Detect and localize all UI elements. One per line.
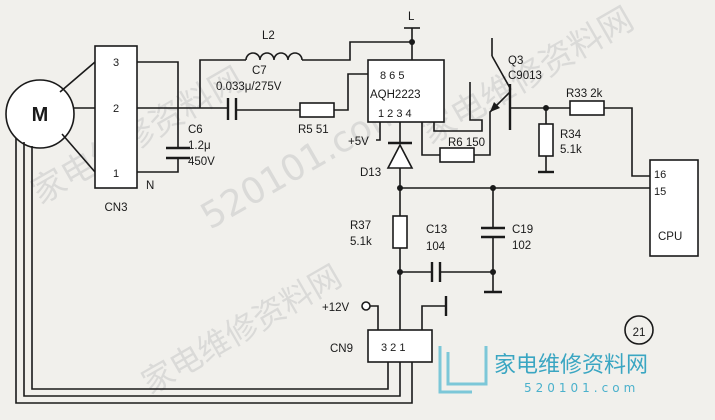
cn9-label: CN9 — [330, 343, 353, 355]
c6-value: 1.2μ — [188, 140, 211, 152]
r37-ref: R37 — [350, 220, 371, 232]
figure-number: 21 — [633, 327, 646, 339]
cn9-pins: 3 2 1 — [381, 342, 405, 354]
aqh-part-name: AQH2223 — [370, 89, 421, 101]
c6-ref: C6 — [188, 124, 203, 136]
cn3-label: CN3 — [104, 202, 127, 214]
r6-label: R6 150 — [448, 137, 485, 149]
watermark-text: 家电维修资料网 — [135, 257, 348, 402]
brand-logo-icon — [438, 346, 488, 394]
d13-label: D13 — [360, 167, 381, 179]
figure-number-circle — [624, 315, 654, 345]
r5-label: R5 51 — [298, 124, 329, 136]
wire-loop — [31, 146, 389, 390]
aqh-bottom-pins: 1 2 3 4 — [378, 108, 412, 120]
r34-resistor — [538, 123, 554, 157]
l-label: L — [408, 11, 415, 23]
motor-label: M — [32, 104, 49, 126]
cpu-pin-15: 15 — [654, 186, 666, 198]
cn3-connector — [94, 45, 138, 189]
r33-label: R33 2k — [566, 88, 603, 100]
wire — [137, 61, 179, 148]
r33-resistor — [569, 100, 605, 116]
inductor-l2 — [245, 52, 303, 61]
c6-voltage: 450V — [188, 156, 215, 168]
q3-emitter-arrow — [490, 102, 500, 112]
motor-symbol — [5, 79, 75, 149]
wire — [421, 122, 440, 156]
plus5v-label: +5V — [348, 136, 369, 148]
wire — [370, 305, 379, 330]
wire — [604, 107, 650, 177]
cn3-pin: 2 — [113, 103, 119, 115]
q3-collector — [491, 55, 511, 89]
junction-dot — [490, 269, 496, 275]
brand-logo-url: 520101.com — [524, 381, 639, 395]
l2-ref: L2 — [262, 30, 275, 42]
wire — [302, 41, 412, 61]
c19-ref: C19 — [512, 224, 533, 236]
cpu-pin-16: 16 — [654, 169, 666, 181]
cpu-label: CPU — [658, 231, 682, 243]
junction-dot — [409, 39, 415, 45]
wire-loop — [15, 138, 413, 404]
wire-loop — [23, 142, 401, 397]
c19-value: 102 — [512, 240, 531, 252]
aqh2223-ic — [367, 59, 445, 123]
r5-resistor — [299, 102, 335, 118]
wire — [137, 158, 179, 173]
brand-logo-chinese: 家电维修资料网 — [494, 353, 648, 378]
wire — [199, 59, 246, 108]
wire — [433, 90, 483, 132]
aqh-top-pins: 8 6 5 — [380, 70, 404, 82]
brand-logo: 家电维修资料网 520101.com — [438, 346, 648, 395]
cn3-n-label: N — [146, 180, 154, 192]
q3-ref: Q3 — [508, 55, 523, 67]
wire — [334, 73, 380, 111]
r6-resistor — [439, 147, 475, 163]
q3-part: C9013 — [508, 70, 542, 82]
plus12v-label: +12V — [322, 302, 350, 314]
r34-value: 5.1k — [560, 144, 582, 156]
wire — [421, 305, 446, 330]
r37-value: 5.1k — [350, 236, 372, 248]
c7-value: 0.033μ/275V — [216, 81, 282, 93]
cpu-chip — [649, 159, 699, 257]
cn3-pin: 3 — [113, 57, 119, 69]
c13-value: 104 — [426, 241, 446, 253]
c7-ref: C7 — [252, 65, 267, 77]
cn9-connector — [367, 329, 433, 363]
d13-diode — [386, 143, 414, 169]
plus12v-terminal — [361, 301, 371, 311]
cn3-pin: 1 — [113, 168, 119, 180]
wire — [59, 61, 96, 93]
wire — [376, 122, 381, 141]
wire — [474, 132, 491, 156]
r37-resistor — [392, 215, 408, 249]
c13-ref: C13 — [426, 224, 447, 236]
wire — [61, 133, 96, 173]
r34-ref: R34 — [560, 129, 582, 141]
